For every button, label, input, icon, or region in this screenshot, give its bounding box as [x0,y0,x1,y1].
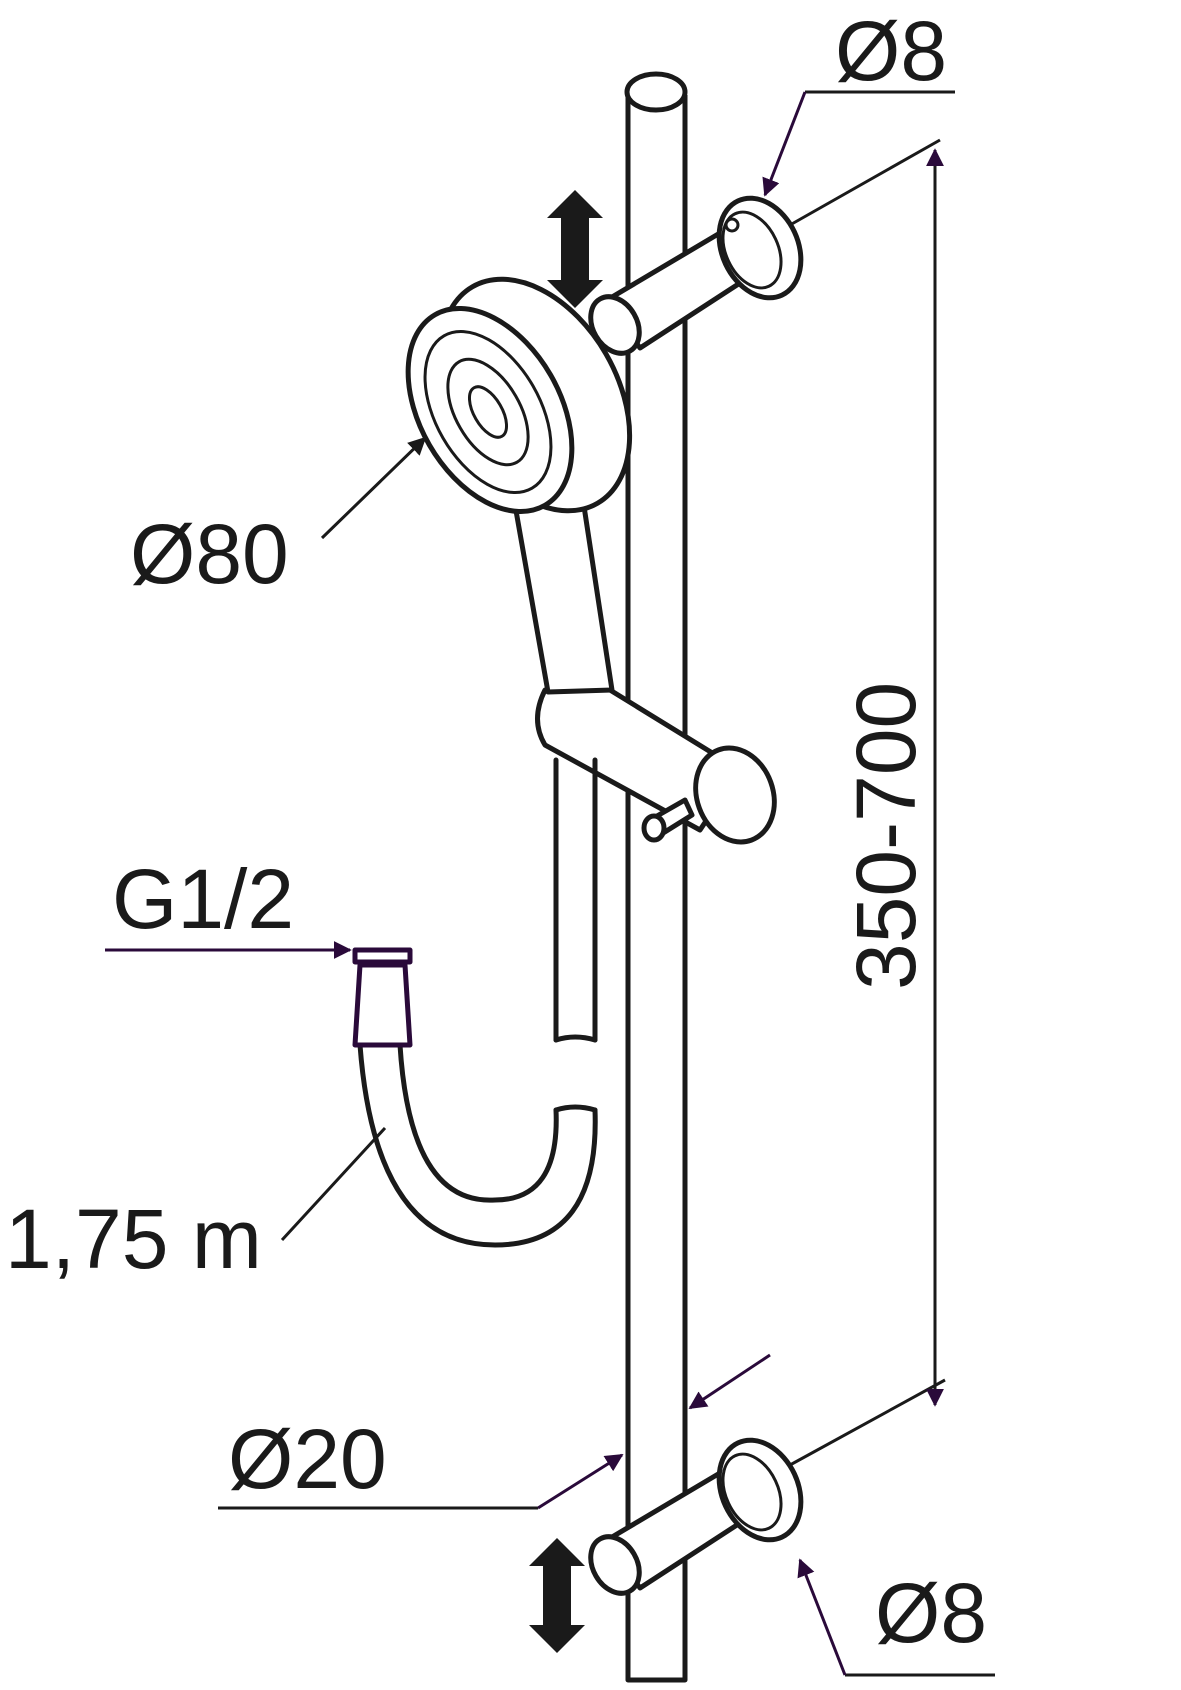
rail-length-dimension: 350-700 [789,138,946,1467]
bottom-bracket-diameter-callout: Ø8 [797,1558,995,1677]
head-diameter-callout: Ø80 [130,436,427,601]
top-bracket-diameter-callout: Ø8 [762,4,955,197]
hand-shower [405,276,633,695]
bottom-slide-direction-arrow [529,1538,585,1653]
shower-hose [352,757,598,1248]
slide-rail [624,71,688,1683]
top-wall-bracket [588,195,804,356]
connector-callout: G1/2 [105,852,352,959]
hose-length-callout: 1,75 m [5,1126,387,1286]
top-slide-direction-arrow [547,190,603,308]
bottom-bracket-diameter-label: Ø8 [875,1566,987,1660]
rail-length-label: 350-700 [839,682,933,990]
bottom-wall-bracket [588,1437,804,1596]
connector-label: G1/2 [112,852,294,946]
sliding-holder [535,687,777,845]
head-diameter-label: Ø80 [130,507,289,601]
hose-length-label: 1,75 m [5,1192,262,1286]
rail-diameter-callout: Ø20 [218,1353,771,1510]
top-bracket-diameter-label: Ø8 [835,4,947,98]
rail-diameter-label: Ø20 [228,1412,387,1506]
